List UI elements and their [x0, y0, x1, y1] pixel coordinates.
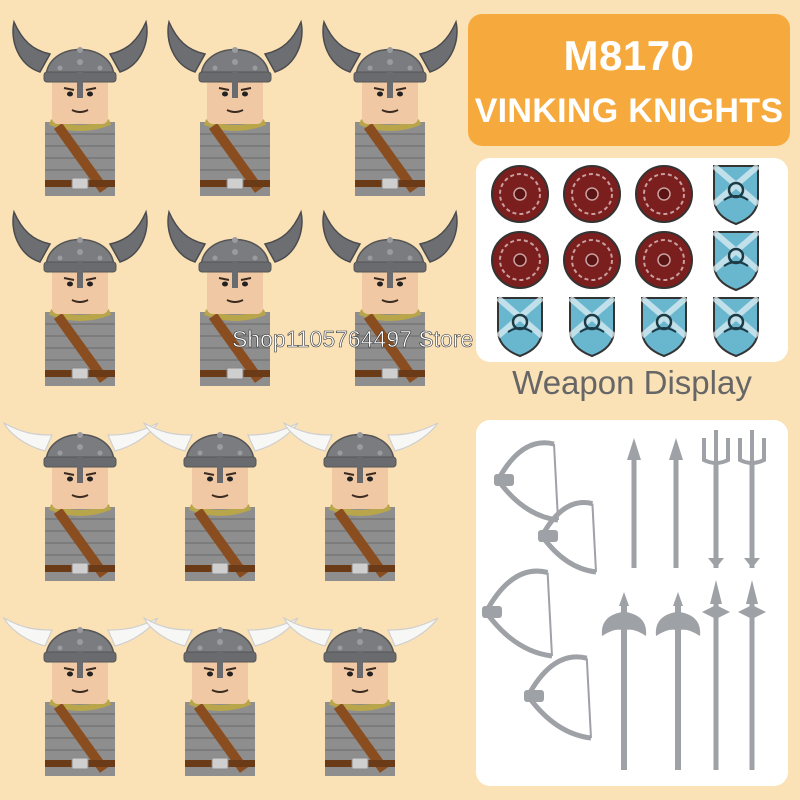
viking-minifigure [140, 395, 300, 585]
round-shield-icon [635, 165, 693, 223]
kite-shield-icon [640, 295, 688, 358]
axe-icon [655, 592, 701, 770]
round-shield-icon [635, 231, 693, 289]
bow-icon [494, 440, 559, 523]
viking-minifigure [155, 200, 315, 390]
bow-icon [524, 654, 592, 741]
weapons-illustration [482, 430, 766, 770]
viking-minifigure [310, 10, 470, 200]
trident-icon [738, 430, 766, 568]
kite-shield-icon [496, 295, 544, 358]
axe-icon [601, 592, 647, 770]
kite-shield-icon [712, 295, 760, 358]
viking-minifigure [0, 590, 160, 780]
weapons-panel [476, 420, 788, 786]
product-code: M8170 [563, 32, 695, 79]
round-shield-icon [563, 231, 621, 289]
store-watermark: Shop1105764497 Store [232, 326, 474, 353]
viking-minifigure [140, 590, 300, 780]
shields-panel [476, 158, 788, 362]
weapon-display-heading: Weapon Display [512, 364, 752, 401]
round-shield-icon [491, 231, 549, 289]
halberd-icon [702, 580, 730, 770]
viking-minifigure [0, 395, 160, 585]
kite-shield-icon [712, 229, 760, 292]
product-name: VINKING KNIGHTS [474, 92, 784, 130]
viking-minifigure [280, 395, 440, 585]
halberd-icon [738, 580, 766, 770]
viking-minifigure [280, 590, 440, 780]
kite-shield-icon [712, 163, 760, 226]
viking-minifigure [310, 200, 470, 390]
kite-shield-icon [568, 295, 616, 358]
viking-minifigure [0, 200, 160, 390]
title-banner: M8170 VINKING KNIGHTS [468, 14, 790, 146]
shields-illustration [491, 163, 760, 358]
bow-icon [538, 500, 597, 575]
trident-icon [702, 430, 730, 568]
viking-minifigure [0, 10, 160, 200]
viking-minifigure [155, 10, 315, 200]
spear-icon [669, 438, 683, 568]
round-shield-icon [563, 165, 621, 223]
bow-icon [482, 568, 553, 659]
spear-icon [627, 438, 641, 568]
round-shield-icon [491, 165, 549, 223]
